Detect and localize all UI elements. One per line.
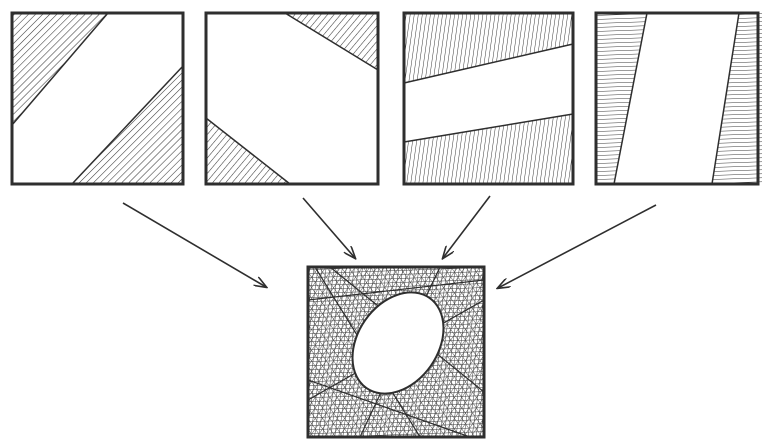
- panel-4-shade-left-wedge: [596, 13, 647, 184]
- arrow-icon: [123, 203, 266, 287]
- panel-1: [12, 13, 183, 184]
- panel-3-shade-bottom-band: [404, 114, 573, 184]
- panel-2: [206, 13, 378, 184]
- combined-pattern: [308, 267, 484, 437]
- panel-4-shade-right-wedge: [712, 13, 762, 184]
- arrow-icon: [443, 196, 490, 258]
- panel-3-shade-top-band: [404, 13, 573, 83]
- panel-4: [596, 13, 762, 184]
- arrow-icon: [498, 205, 656, 288]
- arrow-icon: [303, 198, 355, 258]
- panel-3: [404, 13, 573, 184]
